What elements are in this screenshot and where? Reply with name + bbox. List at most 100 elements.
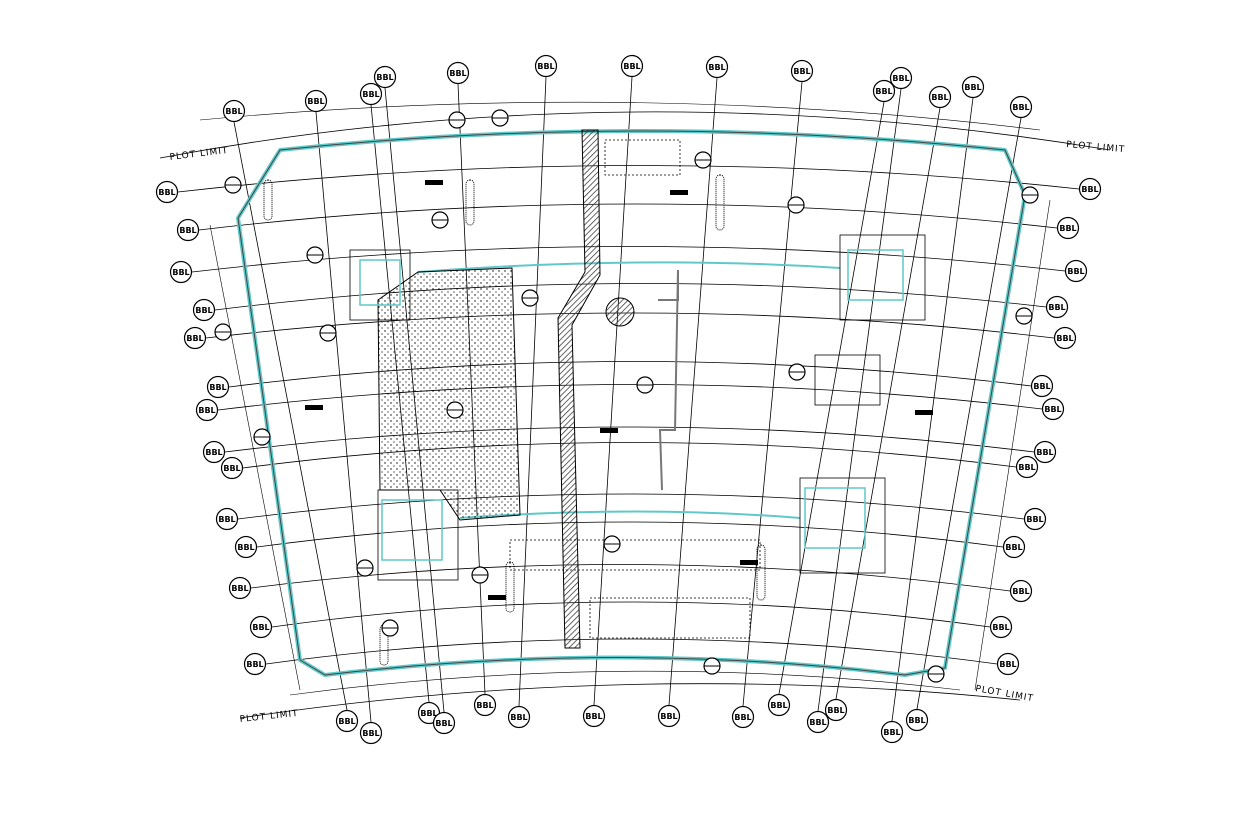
grid-bubble-circle	[996, 652, 1020, 676]
grid-bubble-label: BBL	[362, 729, 379, 738]
grid-bubble-label: BBL	[623, 62, 640, 71]
radial-grid-line	[518, 76, 547, 707]
grid-bubble-label: BBL	[435, 719, 452, 728]
grid-bubble: BBL	[183, 326, 207, 350]
elongated-column	[263, 179, 273, 221]
grid-bubble: BBL	[767, 693, 791, 717]
grid-bubble-label: BBL	[1018, 463, 1035, 472]
grid-bubble: BBL	[507, 705, 531, 729]
grid-bubble: BBL	[206, 375, 230, 399]
grid-bubble-label: BBL	[734, 713, 751, 722]
inner-boundary-top	[417, 261, 841, 273]
grid-bubble-circle	[446, 61, 470, 85]
grid-bubble: BBL	[620, 54, 644, 78]
plot-limit-line-bottom	[239, 683, 1021, 719]
grid-bubble-circle	[872, 79, 896, 103]
column-marker	[670, 190, 688, 195]
grid-bubble-circle	[1002, 535, 1026, 559]
grid-bubble-label: BBL	[158, 188, 175, 197]
stippled-slab-area	[377, 267, 521, 521]
grid-bubble-label: BBL	[1056, 334, 1073, 343]
grid-bubble: BBL	[169, 260, 193, 284]
grid-bubble-label: BBL	[209, 383, 226, 392]
grid-bubble-circle	[1030, 374, 1054, 398]
building-outline	[214, 109, 1039, 683]
grid-bubble-label: BBL	[908, 716, 925, 725]
column-marker	[740, 560, 758, 565]
grid-bubbles: BBL BBL BBL BBL BBL BBL BBL BBL BBL BBL BBL BBL BBL B…	[155, 54, 1102, 745]
grid-bubble-label: BBL	[770, 701, 787, 710]
grid-bubble-circle	[359, 721, 383, 745]
grid-bubble-circle	[1045, 295, 1069, 319]
grid-bubble: BBL	[215, 507, 239, 531]
grid-bubble-label: BBL	[186, 334, 203, 343]
grid-bubble-label: BBL	[1033, 382, 1050, 391]
grid-bubble-label: BBL	[449, 69, 466, 78]
stair-core	[814, 354, 881, 406]
elongated-column	[715, 174, 725, 231]
grid-bubble-circle	[731, 705, 755, 729]
grid-bubble-circle	[183, 326, 207, 350]
grid-lines	[159, 76, 1111, 723]
curved-grid-line	[237, 493, 1025, 520]
dashed-slab	[589, 597, 751, 639]
grid-bubble-label: BBL	[338, 717, 355, 726]
grid-bubble-label: BBL	[793, 67, 810, 76]
grid-bubble: BBL	[1030, 374, 1054, 398]
grid-bubble-circle	[155, 180, 179, 204]
elongated-column	[465, 179, 475, 226]
radial-grid-line	[891, 97, 974, 722]
plot-limit-labels: PLOT LIMIT PLOT LIMIT PLOT LIMIT PLOT LI…	[169, 140, 1125, 725]
grid-bubble: BBL	[1009, 579, 1033, 603]
grid-bubble-circle	[169, 260, 193, 284]
grid-bubble: BBL	[249, 615, 273, 639]
grid-bubble: BBL	[872, 79, 896, 103]
radial-grid-line	[315, 111, 372, 723]
grid-bubble-circle	[905, 708, 929, 732]
column-marker	[488, 595, 506, 600]
radial-grid-line	[742, 81, 803, 707]
grid-bubble-circle	[767, 693, 791, 717]
grid-bubble-circle	[220, 456, 244, 480]
building-boundary	[236, 129, 1027, 677]
column-marker	[425, 180, 443, 185]
grid-bubble-label: BBL	[892, 74, 909, 83]
elongated-column	[505, 561, 515, 613]
grid-bubble: BBL	[1033, 440, 1057, 464]
grid-bubble: BBL	[1053, 326, 1077, 350]
grid-bubble-circle	[206, 375, 230, 399]
grid-bubble-circle	[705, 55, 729, 79]
grid-bubble-circle	[243, 652, 267, 676]
dimension-line-bottom	[289, 670, 961, 696]
grid-bubble-label: BBL	[708, 63, 725, 72]
grid-bubble: BBL	[1002, 535, 1026, 559]
dimension-line-left	[209, 224, 301, 691]
grid-bubble-label: BBL	[195, 306, 212, 315]
radial-grid-line	[817, 88, 902, 712]
stair-core-wall	[359, 259, 401, 306]
grid-bubble-circle	[335, 709, 359, 733]
grid-bubble-circle	[1056, 216, 1080, 240]
grid-bubble-circle	[202, 440, 226, 464]
grid-bubble-circle	[473, 693, 497, 717]
grid-bubble-label: BBL	[931, 93, 948, 102]
radial-grid-line	[835, 107, 941, 700]
grid-bubble-label: BBL	[1012, 587, 1029, 596]
radial-grid-line	[778, 101, 885, 695]
grid-bubble-circle	[359, 82, 383, 106]
plot-limit-label-nw: PLOT LIMIT	[169, 146, 229, 163]
grid-bubble-circle	[249, 615, 273, 639]
curved-grid-line	[250, 564, 1011, 592]
grid-bubble: BBL	[473, 693, 497, 717]
grid-bubble-label: BBL	[1059, 224, 1076, 233]
grid-bubble-circle	[1015, 455, 1039, 479]
grid-bubble: BBL	[1023, 507, 1047, 531]
grid-bubble-label: BBL	[883, 728, 900, 737]
grid-bubble: BBL	[790, 59, 814, 83]
grid-bubble-label: BBL	[246, 660, 263, 669]
radial-grid-line	[233, 121, 348, 711]
grid-bubble-circle	[1033, 440, 1057, 464]
grid-bubble-circle	[889, 66, 913, 90]
grid-bubble: BBL	[234, 535, 258, 559]
grid-bubble: BBL	[961, 75, 985, 99]
